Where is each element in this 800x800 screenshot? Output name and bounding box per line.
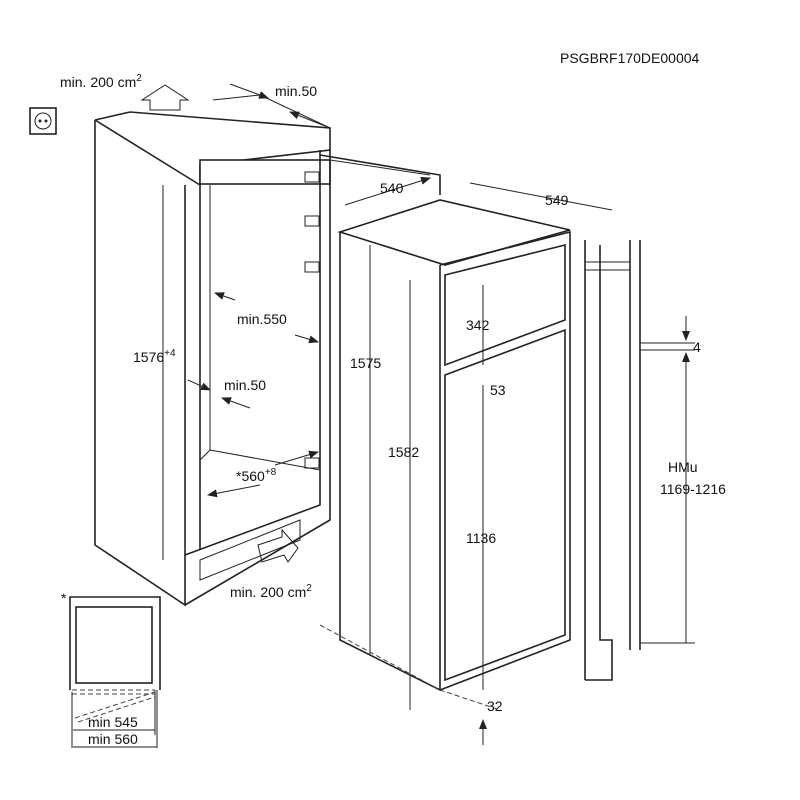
furniture-door-side-view [584, 240, 695, 681]
vent-top-label: min. 200 cm2 [60, 73, 142, 90]
appliance-depth-label: 549 [545, 192, 569, 208]
bottom-offset-label: 32 [487, 698, 503, 714]
power-socket-icon [29, 107, 57, 135]
body-height-label: 1575 [350, 355, 381, 371]
top-gap-label: min.50 [275, 83, 317, 99]
niche-depth-label: min.550 [237, 311, 287, 327]
vent-bottom-label: min. 200 cm2 [230, 583, 312, 600]
airflow-up-arrow-icon [140, 84, 190, 111]
hmu-label: HMu [668, 459, 698, 475]
niche-height-label: 1576+4 [133, 348, 176, 365]
side-gap-label: min.50 [224, 377, 266, 393]
niche-width-label: *560+8 [236, 467, 277, 484]
cabinet-niche [94, 94, 441, 607]
model-code: PSGBRF170DE00004 [560, 50, 700, 66]
plan-min-outer-label: min 560 [88, 731, 138, 747]
plan-view: * [61, 590, 161, 748]
plan-min-inner-label: min 545 [88, 714, 138, 730]
depth-dimension [469, 182, 613, 211]
door-width-label: 540 [380, 180, 404, 196]
freezer-door-label: 342 [466, 317, 490, 333]
door-gap-label: 53 [490, 382, 506, 398]
furniture-gap-label: 4 [693, 339, 701, 355]
svg-text:*: * [61, 590, 67, 606]
total-height-label: 1582 [388, 444, 419, 460]
appliance [337, 199, 571, 692]
hmu-range-label: 1169-1216 [660, 481, 726, 497]
airflow-in-arrow-icon [257, 528, 299, 563]
fridge-door-label: 1136 [466, 530, 496, 546]
